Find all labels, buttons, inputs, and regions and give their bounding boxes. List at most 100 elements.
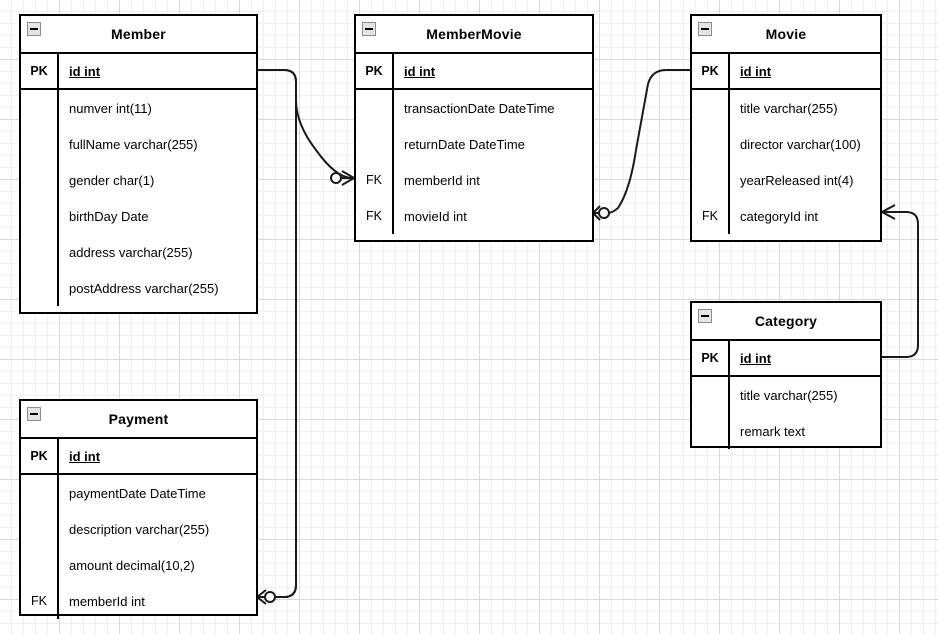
attribute-row[interactable]: numver int(11) <box>21 90 256 126</box>
entity-header-category: Category <box>692 303 880 341</box>
entity-header-member: Member <box>21 16 256 54</box>
attribute-name: memberId int <box>69 593 145 609</box>
column-divider <box>728 54 730 88</box>
attribute-list-payment: PK id int paymentDate DateTime descripti… <box>21 439 256 619</box>
attribute-row[interactable]: yearReleased int(4) <box>692 162 880 198</box>
attribute-name: gender char(1) <box>69 172 155 188</box>
attribute-name: remark text <box>740 423 806 439</box>
attribute-name: birthDay Date <box>69 208 149 224</box>
minus-box-icon[interactable] <box>362 22 376 36</box>
entity-title: MemberMovie <box>426 26 522 42</box>
crowsfoot-marker <box>256 589 267 605</box>
attribute-row[interactable]: description varchar(255) <box>21 511 256 547</box>
attribute-row[interactable]: PK id int <box>692 341 880 377</box>
attribute-row[interactable]: address varchar(255) <box>21 234 256 270</box>
minus-box-icon[interactable] <box>27 22 41 36</box>
entity-category[interactable]: Category PK id int title varchar(255) re… <box>690 301 882 449</box>
attribute-row[interactable]: title varchar(255) <box>692 90 880 126</box>
attribute-name: categoryId int <box>740 208 819 224</box>
attribute-row[interactable]: PK id int <box>356 54 592 90</box>
attribute-name: returnDate DateTime <box>404 136 525 152</box>
zero-marker <box>330 172 342 184</box>
attribute-list-member: PK id int numver int(11) fullName varcha… <box>21 54 256 306</box>
connector-member-payment[interactable] <box>256 69 297 605</box>
attribute-row[interactable]: gender char(1) <box>21 162 256 198</box>
column-divider <box>57 511 59 547</box>
attribute-row[interactable]: director varchar(100) <box>692 126 880 162</box>
key-label: FK <box>366 209 382 223</box>
minus-box-icon[interactable] <box>698 22 712 36</box>
attribute-name: id int <box>69 448 101 464</box>
attribute-row[interactable]: FK movieId int <box>356 198 592 234</box>
attribute-row[interactable]: FK memberId int <box>21 583 256 619</box>
attribute-name: title varchar(255) <box>740 100 838 116</box>
column-divider <box>392 126 394 162</box>
column-divider <box>728 377 730 413</box>
key-label: PK <box>701 64 719 78</box>
minus-box-icon[interactable] <box>698 309 712 323</box>
attribute-name: title varchar(255) <box>740 387 838 403</box>
key-label: PK <box>365 64 383 78</box>
attribute-row[interactable]: PK id int <box>21 54 256 90</box>
attribute-row[interactable]: returnDate DateTime <box>356 126 592 162</box>
attribute-name: memberId int <box>404 172 480 188</box>
column-divider <box>728 162 730 198</box>
column-divider <box>728 198 730 234</box>
column-divider <box>57 475 59 511</box>
attribute-name: transactionDate DateTime <box>404 100 555 116</box>
attribute-row[interactable]: title varchar(255) <box>692 377 880 413</box>
attribute-row[interactable]: postAddress varchar(255) <box>21 270 256 306</box>
entity-header-membermovie: MemberMovie <box>356 16 592 54</box>
attribute-row[interactable]: FK categoryId int <box>692 198 880 234</box>
column-divider <box>728 341 730 375</box>
column-divider <box>728 413 730 449</box>
column-divider <box>392 198 394 234</box>
entity-member[interactable]: Member PK id int numver int(11) fullName… <box>19 14 258 314</box>
attribute-row[interactable]: amount decimal(10,2) <box>21 547 256 583</box>
connector-movie-category[interactable] <box>881 204 919 358</box>
attribute-name: director varchar(100) <box>740 136 861 152</box>
attribute-row[interactable]: fullName varchar(255) <box>21 126 256 162</box>
column-divider <box>57 54 59 88</box>
attribute-row[interactable]: PK id int <box>21 439 256 475</box>
attribute-list-membermovie: PK id int transactionDate DateTime retur… <box>356 54 592 234</box>
attribute-name: paymentDate DateTime <box>69 485 206 501</box>
column-divider <box>57 547 59 583</box>
column-divider <box>728 126 730 162</box>
attribute-row[interactable]: remark text <box>692 413 880 449</box>
column-divider <box>392 162 394 198</box>
crowsfoot-marker <box>341 170 355 186</box>
column-divider <box>392 90 394 126</box>
attribute-name: id int <box>69 63 101 79</box>
attribute-row[interactable]: birthDay Date <box>21 198 256 234</box>
attribute-row[interactable]: paymentDate DateTime <box>21 475 256 511</box>
entity-membermovie[interactable]: MemberMovie PK id int transactionDate Da… <box>354 14 594 242</box>
attribute-row[interactable]: transactionDate DateTime <box>356 90 592 126</box>
connector-movie-membermovie[interactable] <box>592 69 690 221</box>
attribute-name: id int <box>740 350 772 366</box>
attribute-name: amount decimal(10,2) <box>69 557 195 573</box>
column-divider <box>728 90 730 126</box>
attribute-name: address varchar(255) <box>69 244 193 260</box>
attribute-name: movieId int <box>404 208 467 224</box>
crowsfoot-marker <box>592 205 601 221</box>
key-label: FK <box>31 594 47 608</box>
entity-payment[interactable]: Payment PK id int paymentDate DateTime d… <box>19 399 258 619</box>
minus-box-icon[interactable] <box>27 407 41 421</box>
key-label: FK <box>366 173 382 187</box>
key-label: PK <box>701 351 719 365</box>
attribute-name: numver int(11) <box>69 100 152 116</box>
column-divider <box>392 54 394 88</box>
entity-title: Member <box>111 26 166 42</box>
attribute-name: id int <box>740 63 772 79</box>
key-label: FK <box>702 209 718 223</box>
attribute-row[interactable]: PK id int <box>692 54 880 90</box>
entity-movie[interactable]: Movie PK id int title varchar(255) direc… <box>690 14 882 242</box>
connector-member-membermovie[interactable] <box>258 69 355 186</box>
crowsfoot-marker <box>881 204 896 220</box>
attribute-list-movie: PK id int title varchar(255) director va… <box>692 54 880 234</box>
attribute-name: yearReleased int(4) <box>740 172 854 188</box>
attribute-row[interactable]: FK memberId int <box>356 162 592 198</box>
column-divider <box>57 439 59 473</box>
